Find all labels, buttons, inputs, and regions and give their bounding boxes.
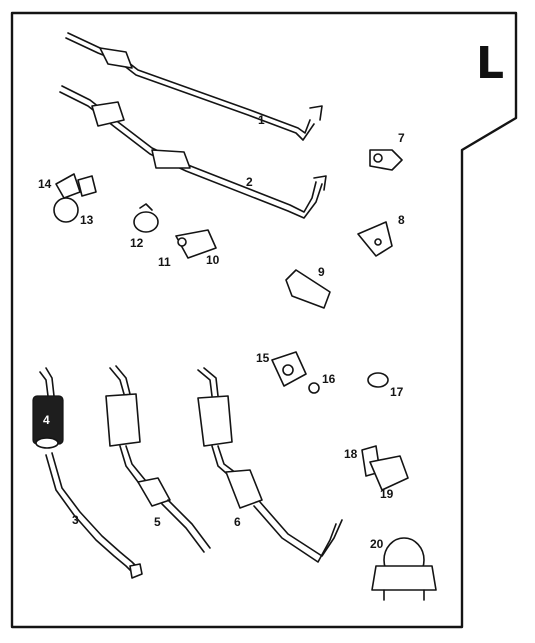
part-9-strap-bracket[interactable] [285, 269, 331, 309]
callout-7: 7 [398, 131, 405, 145]
section-letter: L [476, 38, 504, 89]
part-18-19-bracket-assembly[interactable] [361, 445, 409, 491]
callout-19: 19 [380, 487, 394, 501]
part-8-mounting-bracket[interactable] [357, 221, 393, 257]
callout-3: 3 [72, 513, 79, 527]
callout-10: 10 [206, 253, 220, 267]
part-15-16-flange-plate[interactable] [271, 351, 320, 394]
callout-18: 18 [344, 447, 358, 461]
callout-16: 16 [322, 372, 336, 386]
callout-12: 12 [130, 236, 144, 250]
part-1-exhaust-pipe[interactable] [65, 32, 323, 141]
part-2-exhaust-system[interactable] [59, 85, 327, 219]
part-17-u-clamp[interactable] [367, 372, 389, 388]
callout-6: 6 [234, 515, 241, 529]
callout-15: 15 [256, 351, 270, 365]
callout-8: 8 [398, 213, 405, 227]
part-4-silencer[interactable] [32, 367, 64, 449]
part-10-11-rubber-mount[interactable] [175, 229, 217, 259]
page-border [10, 11, 518, 629]
part-13-14-clamp-hanger[interactable] [53, 173, 97, 223]
callout-17: 17 [390, 385, 404, 399]
callout-9: 9 [318, 265, 325, 279]
callout-5: 5 [154, 515, 161, 529]
callout-20: 20 [370, 537, 384, 551]
part-20-saddle-clamp[interactable] [371, 537, 437, 601]
part-12-pipe-clip[interactable] [133, 203, 159, 233]
callout-2: 2 [246, 175, 253, 189]
callout-11: 11 [158, 255, 171, 269]
part-6-rear-system[interactable] [197, 367, 343, 563]
callout-13: 13 [80, 213, 94, 227]
callout-4: 4 [43, 413, 50, 427]
part-7-clamp[interactable] [369, 149, 403, 171]
callout-1: 1 [258, 113, 265, 127]
part-3-tail-pipe[interactable] [45, 452, 143, 579]
callout-14: 14 [38, 177, 52, 191]
part-5-intermediate-pipe[interactable] [105, 365, 211, 553]
